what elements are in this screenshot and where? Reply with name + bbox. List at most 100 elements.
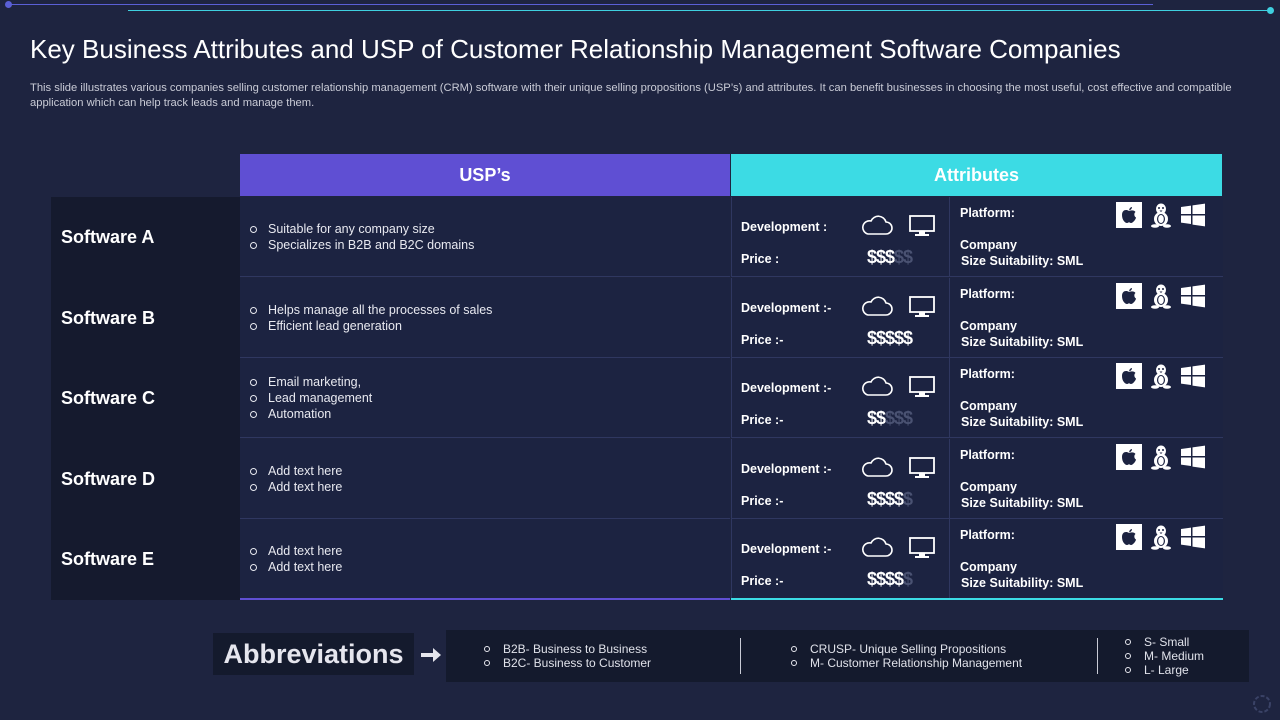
development-price-cell: Development :- Price :- $$$$$ — [731, 358, 949, 438]
abbreviation-group-sizes: S- Small M- Medium L- Large — [1125, 630, 1204, 682]
usp-item: Add text here — [250, 463, 342, 479]
abbreviation-group-business: B2B- Business to Business B2C- Business … — [484, 630, 651, 682]
monitor-icon — [909, 296, 935, 317]
usp-item: Suitable for any company size — [250, 221, 474, 237]
bullet-icon — [250, 410, 257, 418]
size-suitability-label: Size Suitability: SML — [961, 335, 1084, 349]
price-label: Price :- — [741, 333, 784, 347]
usp-item: Add text here — [250, 559, 342, 575]
company-label: Company — [960, 319, 1017, 333]
abbreviation-item: CRUSP- Unique Selling Propositions — [791, 642, 1022, 656]
attributes-bottom-border — [731, 598, 1223, 600]
windows-icon — [1180, 444, 1206, 470]
top-accent-line-secondary — [128, 10, 1272, 11]
cloud-icon — [862, 376, 893, 396]
cloud-icon — [862, 296, 893, 316]
arrow-right-icon — [421, 648, 441, 662]
software-name: Software B — [61, 307, 156, 328]
price-rating-filled: $$ — [867, 408, 886, 428]
abbreviation-divider — [1097, 638, 1098, 674]
apple-icon — [1116, 202, 1142, 228]
bullet-icon — [250, 394, 257, 402]
software-name-column — [51, 197, 240, 600]
software-row: Software A Suitable for any company size… — [51, 197, 1223, 277]
size-suitability-label: Size Suitability: SML — [961, 496, 1084, 510]
development-label: Development :- — [741, 301, 832, 315]
company-label: Company — [960, 480, 1017, 494]
cloud-icon — [862, 457, 893, 477]
platform-size-cell: Platform: — [949, 439, 1223, 519]
price-rating-empty: $$ — [894, 247, 913, 267]
usp-text: Add text here — [268, 544, 343, 558]
software-name: Software D — [61, 468, 156, 489]
price-rating: $$$$$ — [867, 489, 913, 510]
price-rating: $$$$$ — [867, 247, 913, 268]
monitor-icon — [909, 537, 935, 558]
platform-label: Platform: — [960, 287, 1015, 301]
price-rating-filled: $$$$ — [867, 489, 904, 509]
usp-item: Helps manage all the processes of sales — [250, 302, 492, 318]
usp-column-header: USP’s — [240, 154, 730, 196]
platform-icons — [1116, 444, 1206, 470]
abbreviation-item: B2C- Business to Customer — [484, 656, 651, 670]
bullet-icon — [250, 322, 257, 330]
monitor-icon — [909, 457, 935, 478]
apple-icon — [1116, 524, 1142, 550]
bullet-icon — [250, 547, 257, 555]
cloud-icon — [862, 215, 893, 235]
development-label: Development :- — [741, 542, 832, 556]
usp-text: Suitable for any company size — [268, 222, 435, 236]
linux-icon — [1148, 363, 1174, 389]
abbreviation-divider — [740, 638, 741, 674]
usp-bottom-border — [240, 598, 730, 600]
page-title: Key Business Attributes and USP of Custo… — [30, 34, 1121, 64]
development-price-cell: Development :- Price :- $$$$$ — [731, 519, 949, 599]
bullet-icon — [250, 483, 257, 491]
abbreviations-panel: B2B- Business to Business B2C- Business … — [446, 630, 1249, 682]
top-accent-line — [8, 4, 1153, 5]
software-row: Software B Helps manage all the processe… — [51, 278, 1223, 358]
platform-icons — [1116, 363, 1206, 389]
usp-text: Specializes in B2B and B2C domains — [268, 238, 475, 252]
windows-icon — [1180, 524, 1206, 550]
development-price-cell: Development :- Price :- $$$$$ — [731, 278, 949, 358]
windows-icon — [1180, 363, 1206, 389]
bullet-icon — [250, 563, 257, 571]
usp-text: Efficient lead generation — [268, 319, 402, 333]
price-rating-filled: $$$ — [867, 247, 895, 267]
price-label: Price :- — [741, 494, 784, 508]
usp-item: Automation — [250, 406, 372, 422]
bullet-icon — [250, 306, 257, 314]
bullet-icon — [250, 467, 257, 475]
software-name: Software E — [61, 548, 155, 569]
abbreviation-item: B2B- Business to Business — [484, 642, 651, 656]
price-label: Price : — [741, 252, 780, 266]
usp-text: Email marketing, — [268, 375, 362, 389]
platform-icons — [1116, 202, 1206, 228]
usp-item: Add text here — [250, 479, 342, 495]
development-price-cell: Development :- Price :- $$$$$ — [731, 439, 949, 519]
usp-item: Efficient lead generation — [250, 318, 492, 334]
abbreviation-item: M- Customer Relationship Management — [791, 656, 1022, 670]
company-label: Company — [960, 399, 1017, 413]
usp-text: Lead management — [268, 391, 373, 405]
price-rating-filled: $$$$$ — [867, 328, 913, 348]
windows-icon — [1180, 202, 1206, 228]
usp-text: Automation — [268, 407, 332, 421]
abbreviation-item: L- Large — [1125, 663, 1204, 677]
usp-item: Specializes in B2B and B2C domains — [250, 237, 474, 253]
apple-icon — [1116, 283, 1142, 309]
platform-size-cell: Platform: — [949, 197, 1223, 277]
page-subtitle: This slide illustrates various companies… — [30, 82, 1232, 109]
software-row: Software C Email marketing,Lead manageme… — [51, 358, 1223, 438]
usp-item: Email marketing, — [250, 374, 372, 390]
platform-label: Platform: — [960, 206, 1015, 220]
size-suitability-label: Size Suitability: SML — [961, 576, 1084, 590]
top-line-dot-secondary — [1267, 7, 1274, 14]
